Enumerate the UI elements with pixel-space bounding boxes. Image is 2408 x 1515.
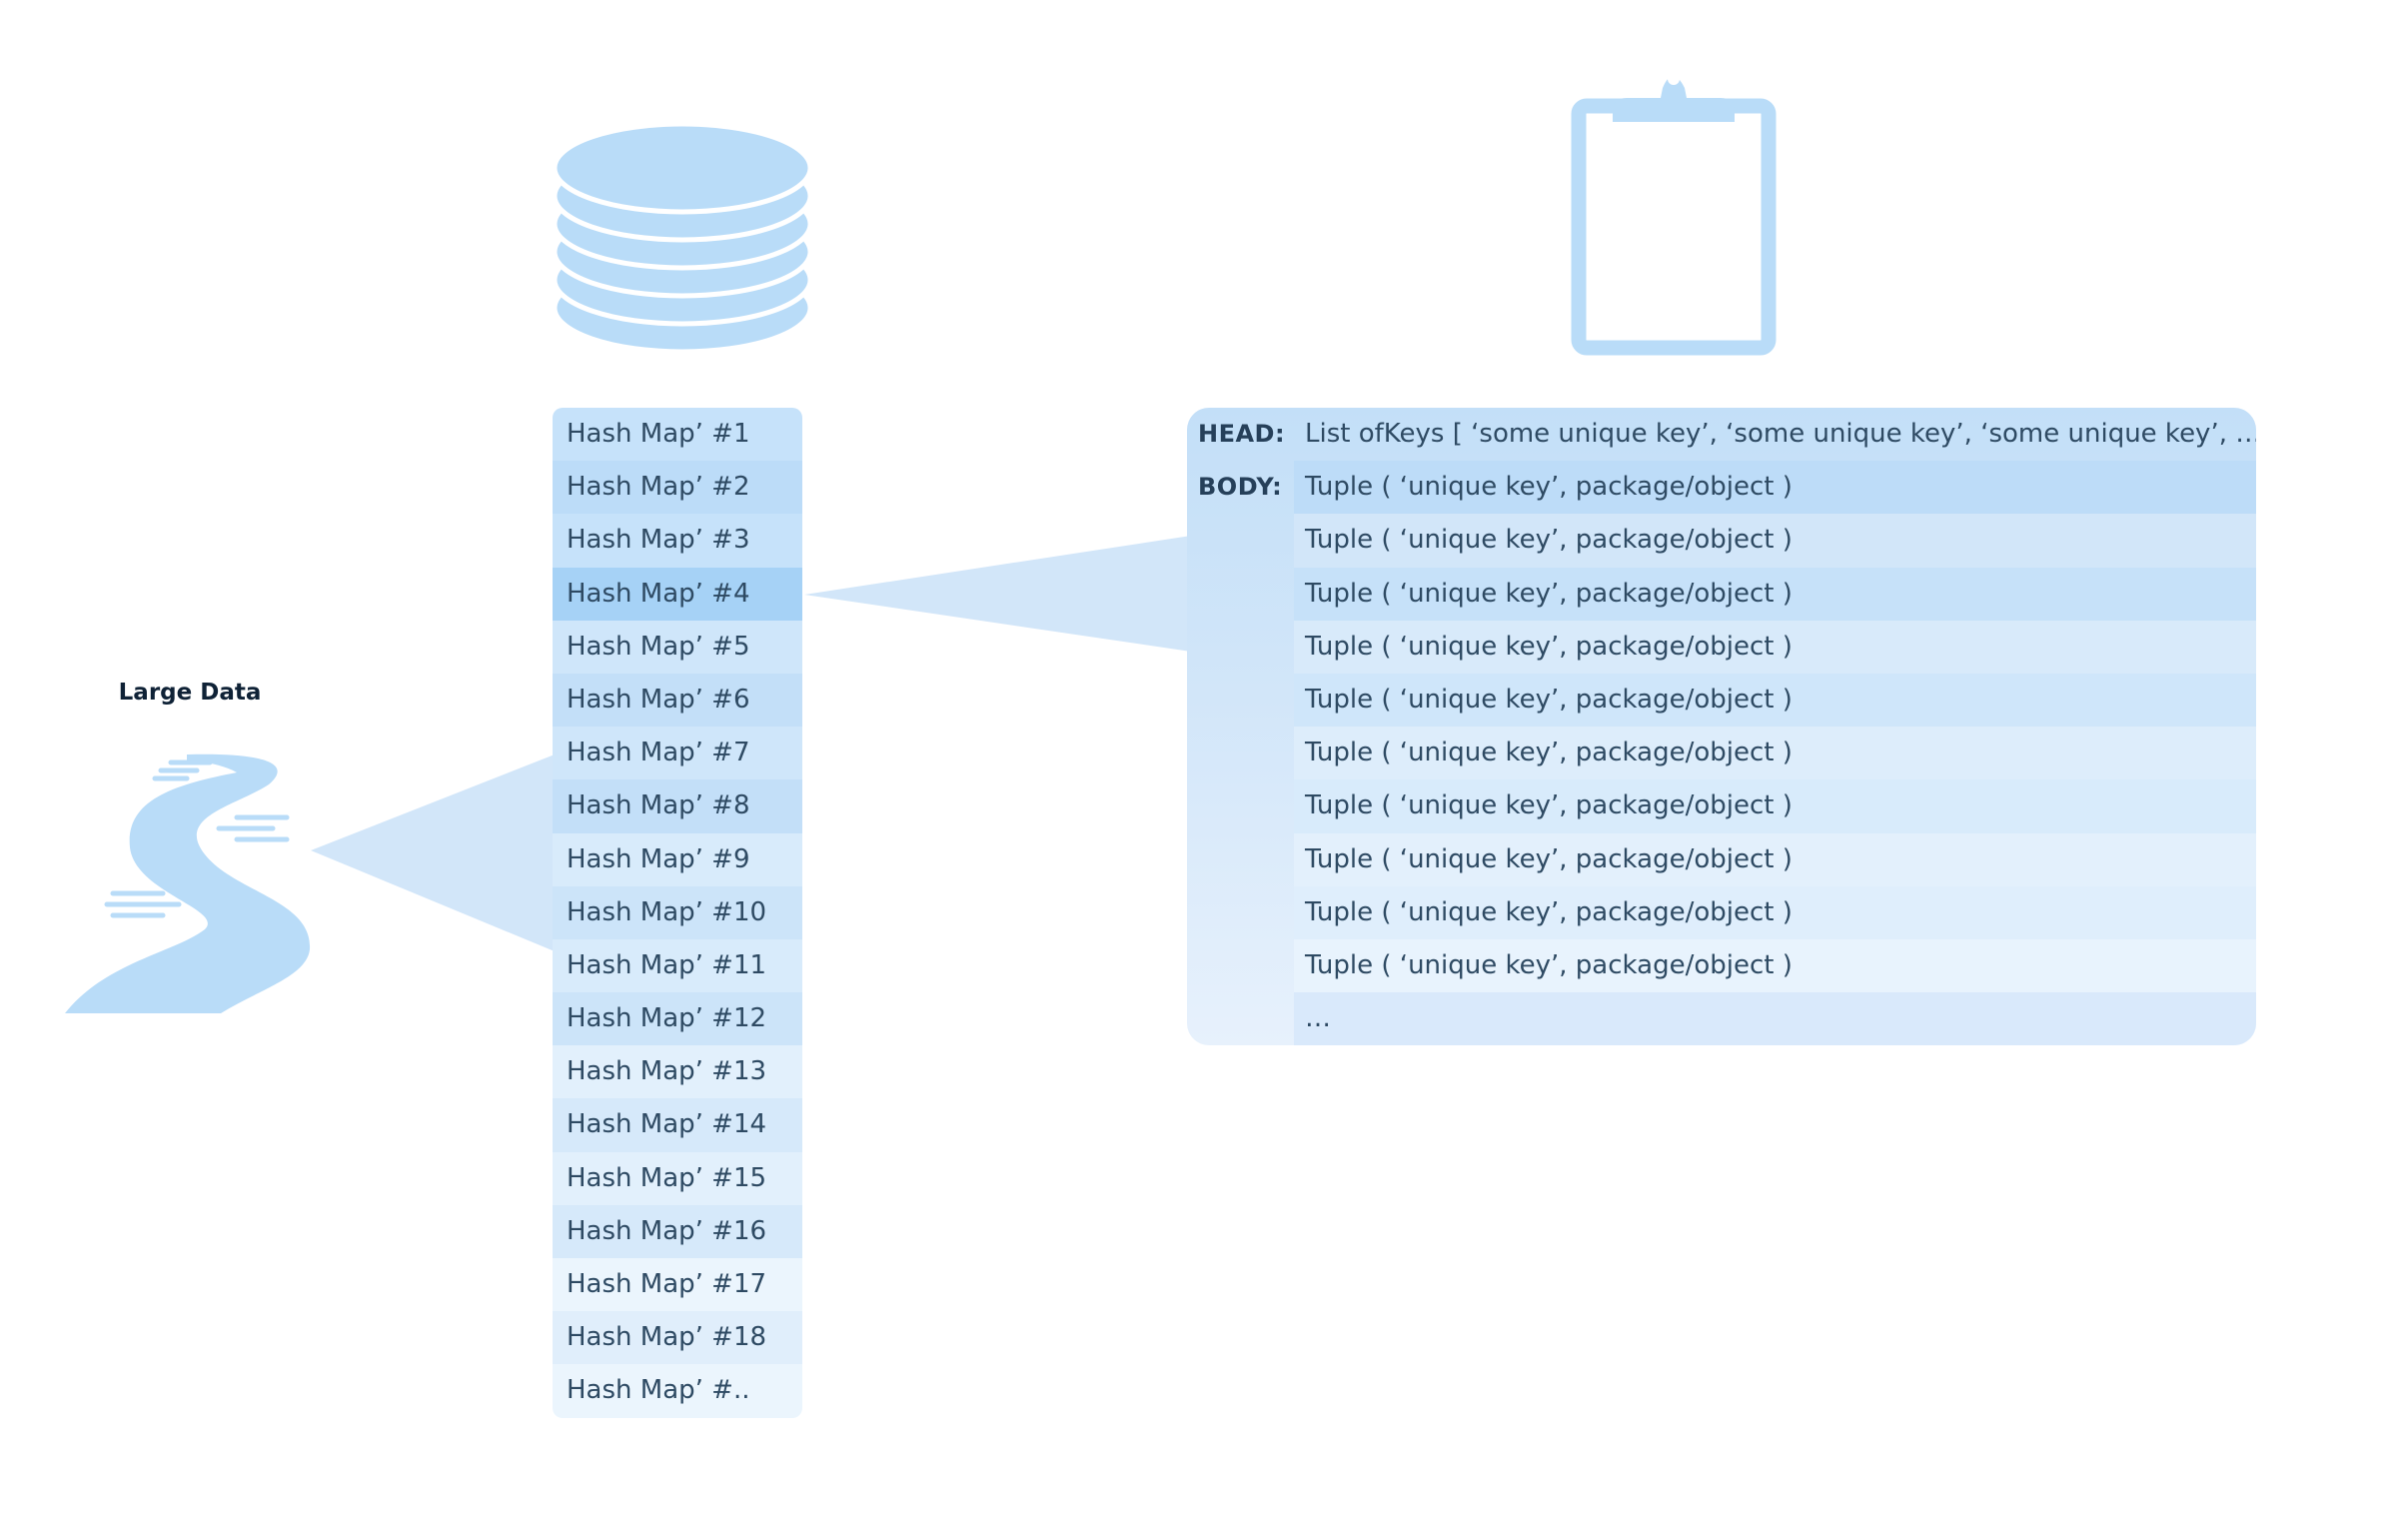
hash-map-row: Hash Map’ #9 [553, 832, 802, 886]
hash-map-row: Hash Map’ #13 [553, 1045, 802, 1099]
body-row: Tuple ( ‘unique key’, package/object ) [1294, 727, 2256, 780]
clipboard-icon [1571, 73, 1777, 356]
hash-map-row: Hash Map’ #16 [553, 1204, 802, 1258]
body-row: Tuple ( ‘unique key’, package/object ) [1294, 939, 2256, 993]
hash-map-row: Hash Map’ #17 [553, 1258, 802, 1312]
hash-map-detail-box: HEAD: List ofKeys [ ‘some unique key’, ‘… [1187, 408, 2256, 1045]
body-row: Tuple ( ‘unique key’, package/object ) [1294, 620, 2256, 674]
head-value: List ofKeys [ ‘some unique key’, ‘some u… [1305, 419, 2256, 449]
hash-map-row: Hash Map’ #10 [553, 885, 802, 939]
hash-map-row: Hash Map’ #4 [553, 567, 802, 621]
body-row: Tuple ( ‘unique key’, package/object ) [1294, 832, 2256, 886]
hash-map-row: Hash Map’ #1 [553, 408, 802, 462]
data-stream-icon [65, 754, 311, 1013]
hash-map-row: Hash Map’ #18 [553, 1311, 802, 1365]
hash-map-row: Hash Map’ #5 [553, 620, 802, 674]
hash-map-row: Hash Map’ #7 [553, 727, 802, 780]
hash-map-row: Hash Map’ #14 [553, 1098, 802, 1152]
body-row: Tuple ( ‘unique key’, package/object ) [1294, 514, 2256, 568]
database-icon [552, 121, 813, 355]
large-data-label: Large Data [118, 680, 262, 706]
stream-to-hashmaps-connector [311, 755, 555, 951]
body-row: Tuple ( ‘unique key’, package/object ) [1294, 461, 2256, 515]
hash-map-row: Hash Map’ #8 [553, 779, 802, 833]
body-row: Tuple ( ‘unique key’, package/object ) [1294, 779, 2256, 833]
body-row: Tuple ( ‘unique key’, package/object ) [1294, 885, 2256, 939]
hash-map-row: Hash Map’ #12 [553, 992, 802, 1046]
body-row: … [1294, 992, 2256, 1045]
body-row: Tuple ( ‘unique key’, package/object ) [1294, 567, 2256, 621]
hash-map-row: Hash Map’ #3 [553, 514, 802, 568]
body-row: Tuple ( ‘unique key’, package/object ) [1294, 674, 2256, 728]
hash-map-row: Hash Map’ #15 [553, 1151, 802, 1205]
hashmap-to-detail-connector [804, 536, 1191, 652]
body-label: BODY: [1198, 473, 1283, 501]
hash-map-row: Hash Map’ #6 [553, 673, 802, 728]
hash-map-row: Hash Map’ #11 [553, 938, 802, 993]
hash-map-row: Hash Map’ #.. [553, 1364, 802, 1418]
head-label: HEAD: [1198, 420, 1286, 448]
hash-map-row: Hash Map’ #2 [553, 461, 802, 515]
